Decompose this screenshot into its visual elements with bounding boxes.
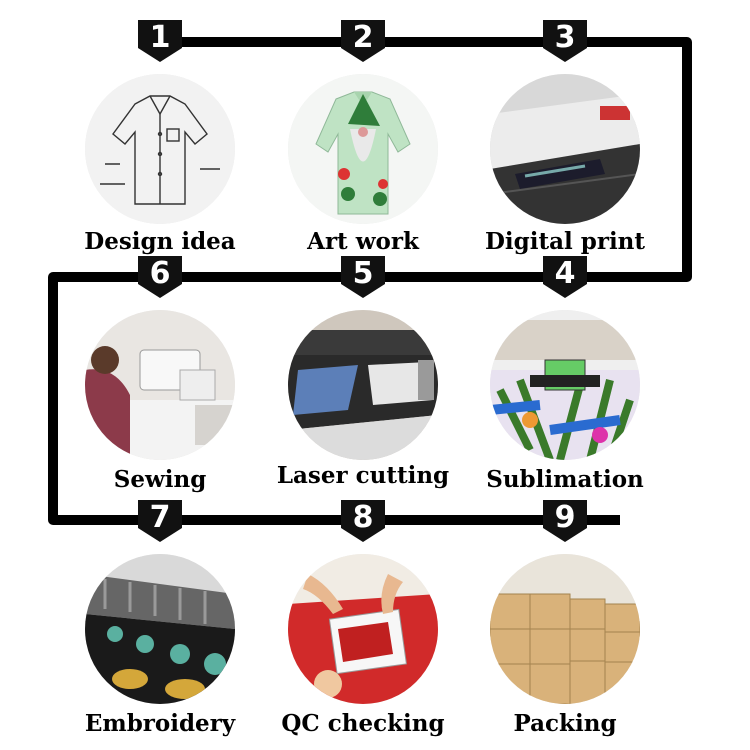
step-number: 5 xyxy=(352,256,374,291)
step-qc-checking: 8 QC checking xyxy=(281,498,445,737)
step-label: Sewing xyxy=(113,466,207,493)
step-number-badge: 9 xyxy=(541,498,589,544)
step-label: Embroidery xyxy=(84,710,236,737)
step-number: 8 xyxy=(352,500,374,535)
step-number: 2 xyxy=(352,20,374,55)
step-number: 7 xyxy=(149,500,171,535)
sewing-workers-image xyxy=(85,310,235,460)
step-label: Digital print xyxy=(484,228,646,255)
step-label: Sublimation xyxy=(486,466,644,493)
shirt-sketch-image xyxy=(85,74,235,224)
step-number-badge: 7 xyxy=(136,498,184,544)
step-label: QC checking xyxy=(281,710,445,737)
step-number: 4 xyxy=(554,256,576,291)
step-number-badge: 8 xyxy=(339,498,387,544)
step-embroidery: 7 Embroidery xyxy=(80,498,240,737)
sublimation-machine-image xyxy=(490,310,640,460)
qc-inspection-image xyxy=(288,554,438,704)
step-laser-cutting: 5 Laser cutting xyxy=(277,254,449,489)
gnome-print-shirt-image xyxy=(288,74,438,224)
step-packing: 9 Packing xyxy=(485,498,645,737)
step-sublimation: 4 Sublimation xyxy=(485,254,645,493)
step-number: 9 xyxy=(554,500,576,535)
step-number-badge: 4 xyxy=(541,254,589,300)
step-sewing: 6 Sewing xyxy=(80,254,240,493)
step-design-idea: 1 Design idea xyxy=(80,18,240,255)
step-art-work: 2 Art work xyxy=(283,18,443,255)
step-number-badge: 6 xyxy=(136,254,184,300)
step-digital-print: 3 Digital print xyxy=(485,18,645,255)
step-number-badge: 3 xyxy=(541,18,589,64)
step-number: 6 xyxy=(149,256,171,291)
digital-printer-image xyxy=(490,74,640,224)
step-number: 3 xyxy=(554,20,576,55)
step-label: Packing xyxy=(513,710,617,737)
step-label: Art work xyxy=(307,228,419,255)
step-label: Design idea xyxy=(84,228,236,255)
step-number-badge: 2 xyxy=(339,18,387,64)
step-label: Laser cutting xyxy=(276,462,450,489)
embroidery-machine-image xyxy=(85,554,235,704)
carton-boxes-image xyxy=(490,554,640,704)
laser-cutter-image xyxy=(288,310,438,460)
step-number-badge: 1 xyxy=(136,18,184,64)
step-number-badge: 5 xyxy=(339,254,387,300)
step-number: 1 xyxy=(149,20,171,55)
